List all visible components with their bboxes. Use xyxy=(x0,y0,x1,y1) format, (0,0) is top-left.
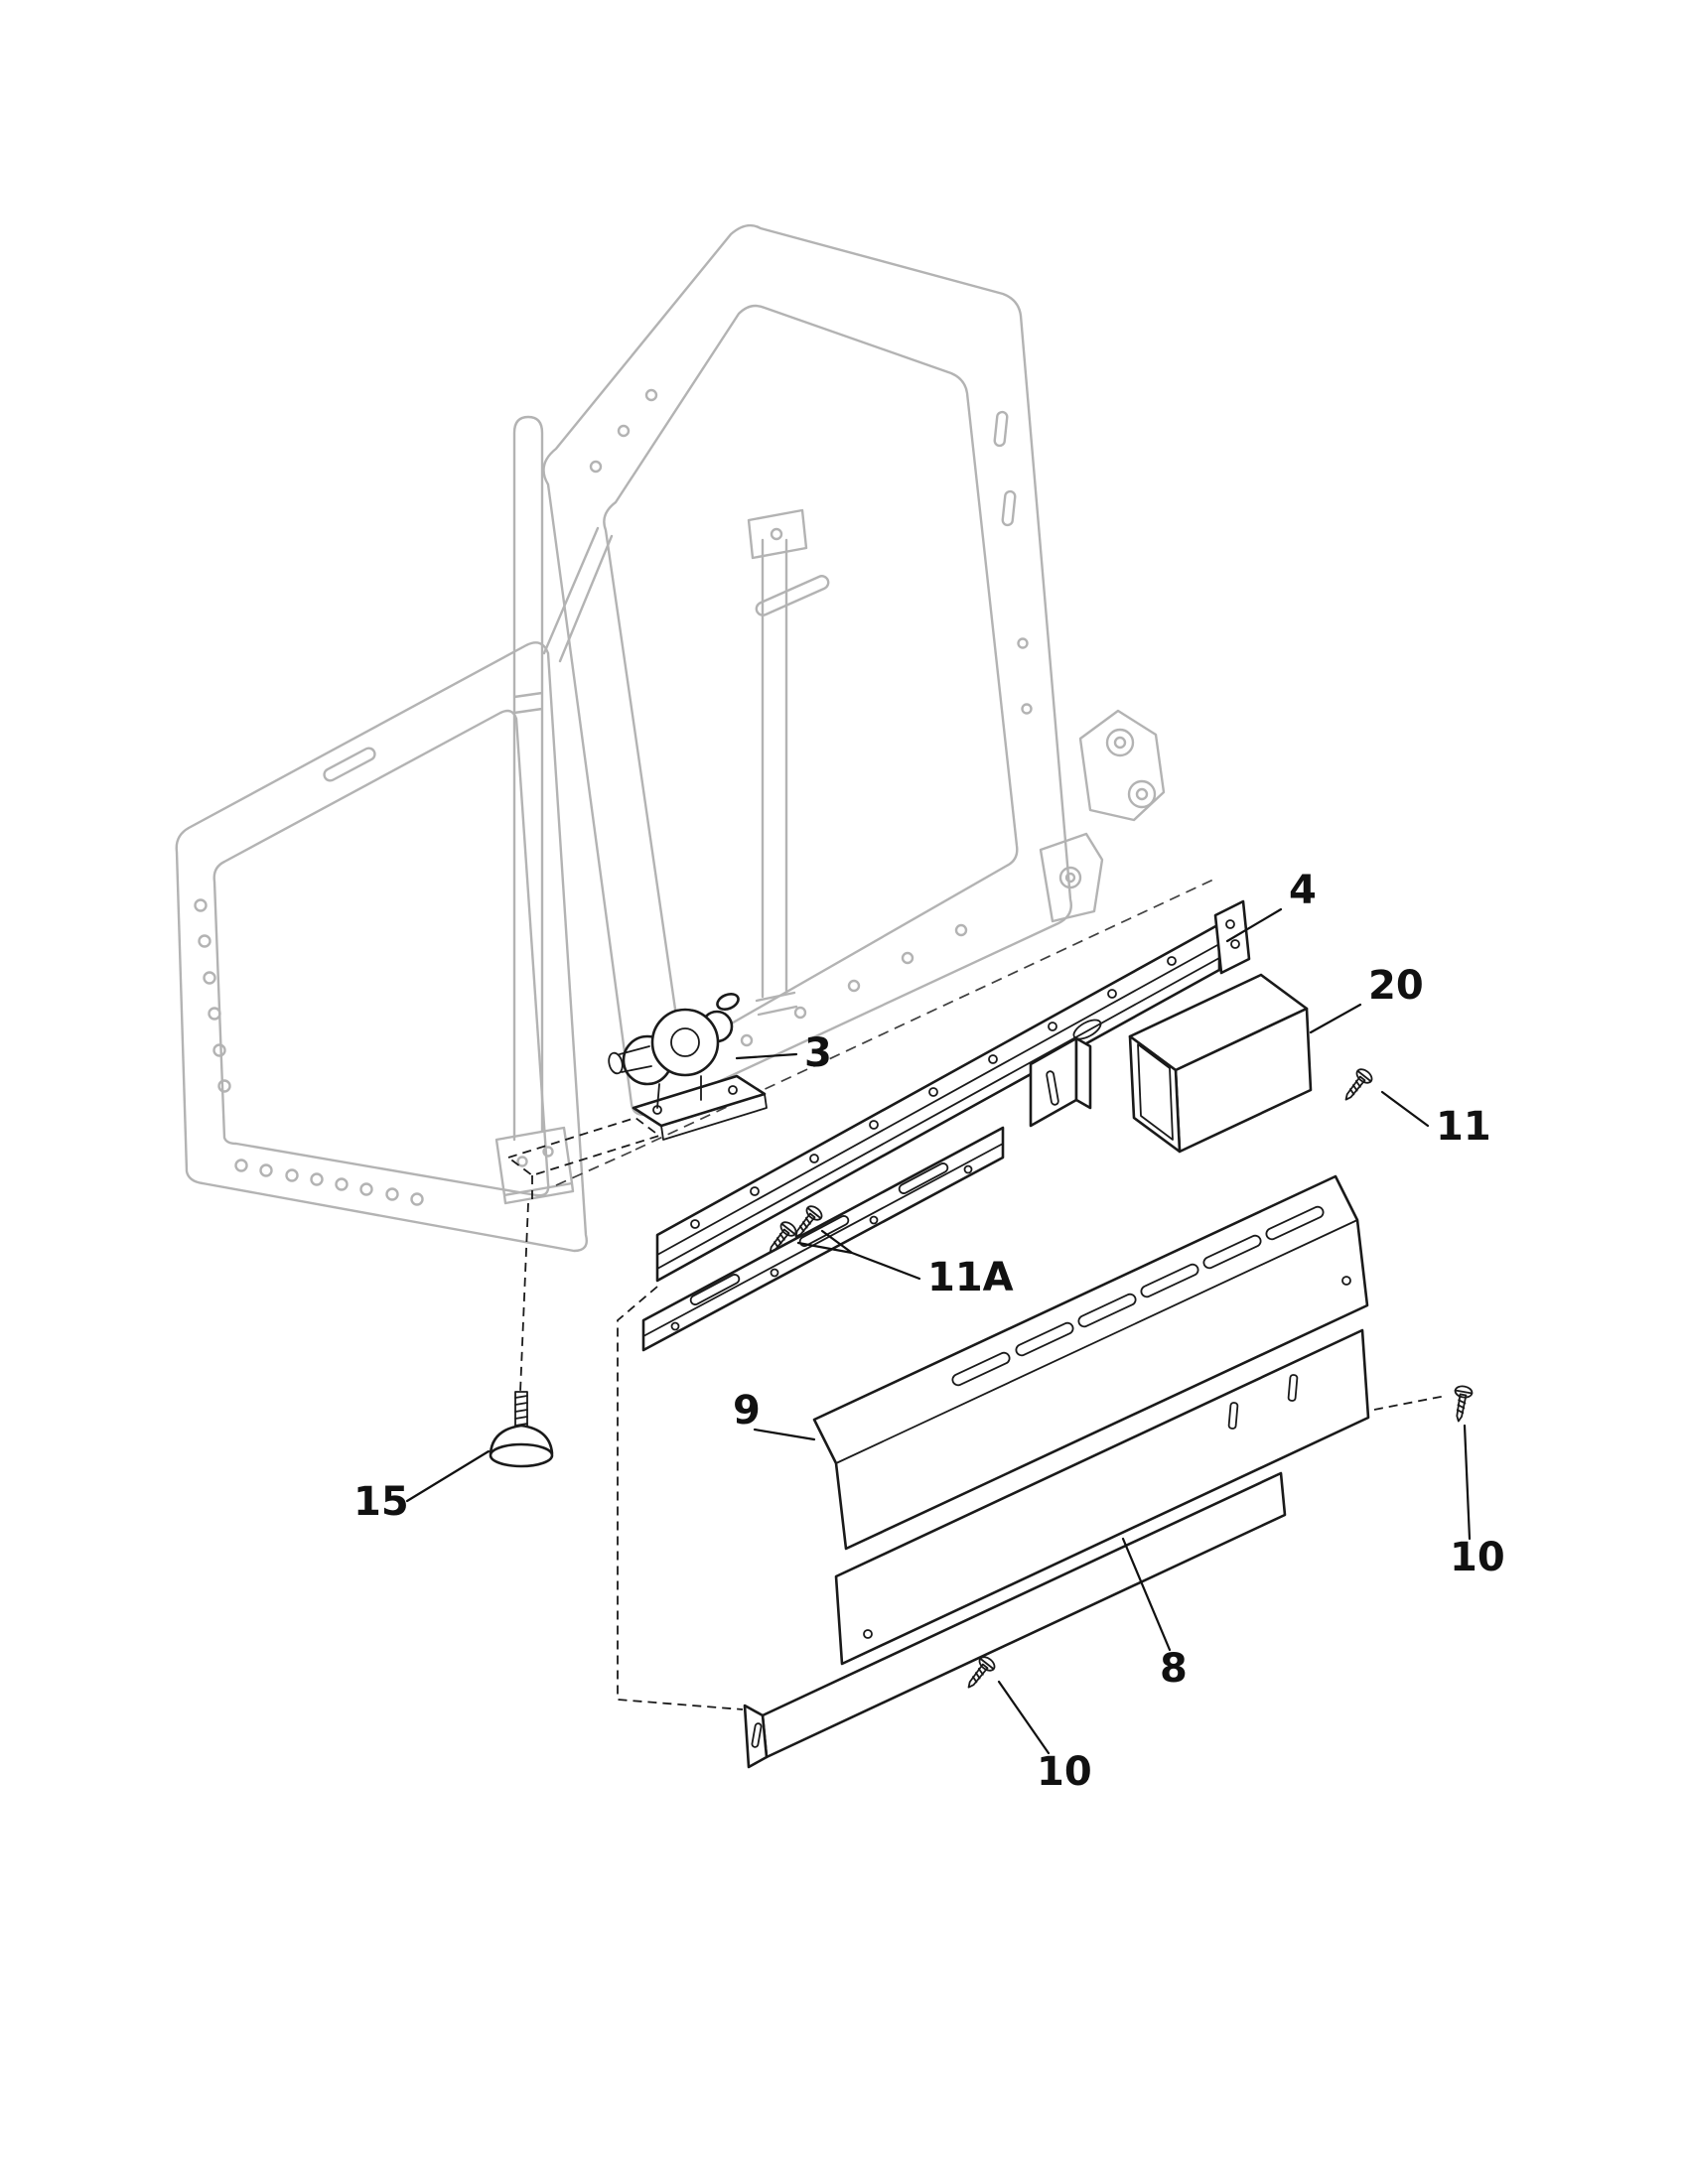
alignment-dashed-lines xyxy=(506,879,1447,1710)
leader-line-11 xyxy=(1380,1090,1430,1128)
leader-line-20 xyxy=(1309,1003,1362,1034)
junction-box-part-20 xyxy=(1128,973,1313,1154)
leader-line-8 xyxy=(1121,1537,1172,1652)
callout-11: 11 xyxy=(1436,1104,1491,1150)
leveling-foot-part-15 xyxy=(489,1391,554,1468)
callout-8: 8 xyxy=(1160,1646,1188,1692)
callout-10-right: 10 xyxy=(1450,1535,1505,1580)
mounting-rail-part-4 xyxy=(655,899,1251,1283)
kick-strip xyxy=(743,1471,1287,1769)
lower-mounting-rail xyxy=(641,1126,1005,1352)
leader-line-11a xyxy=(796,1229,921,1281)
leader-line-3 xyxy=(735,1052,798,1060)
leader-line-4 xyxy=(1225,907,1283,943)
access-panel-part-8 xyxy=(834,1328,1370,1666)
leader-line-10-right xyxy=(1463,1424,1472,1541)
cabinet-frame-outline xyxy=(175,223,1166,1253)
callout-3: 3 xyxy=(804,1030,832,1076)
access-panel-part-9 xyxy=(812,1174,1369,1551)
screw-part-11 xyxy=(1337,1065,1375,1106)
leader-line-10-bottom xyxy=(997,1680,1051,1755)
callout-20: 20 xyxy=(1368,963,1424,1009)
callout-9: 9 xyxy=(733,1388,761,1433)
water-valve-part-3 xyxy=(608,993,768,1141)
callout-15: 15 xyxy=(353,1479,409,1525)
screw-part-10-right xyxy=(1449,1384,1475,1424)
callout-10-bottom: 10 xyxy=(1037,1749,1092,1795)
callout-11a: 11A xyxy=(927,1255,1014,1300)
leader-line-9 xyxy=(753,1428,816,1441)
callouts: 4 20 3 11 11A 9 15 10 8 10 xyxy=(353,868,1505,1795)
callout-4: 4 xyxy=(1289,868,1317,913)
leader-line-15 xyxy=(405,1449,491,1503)
